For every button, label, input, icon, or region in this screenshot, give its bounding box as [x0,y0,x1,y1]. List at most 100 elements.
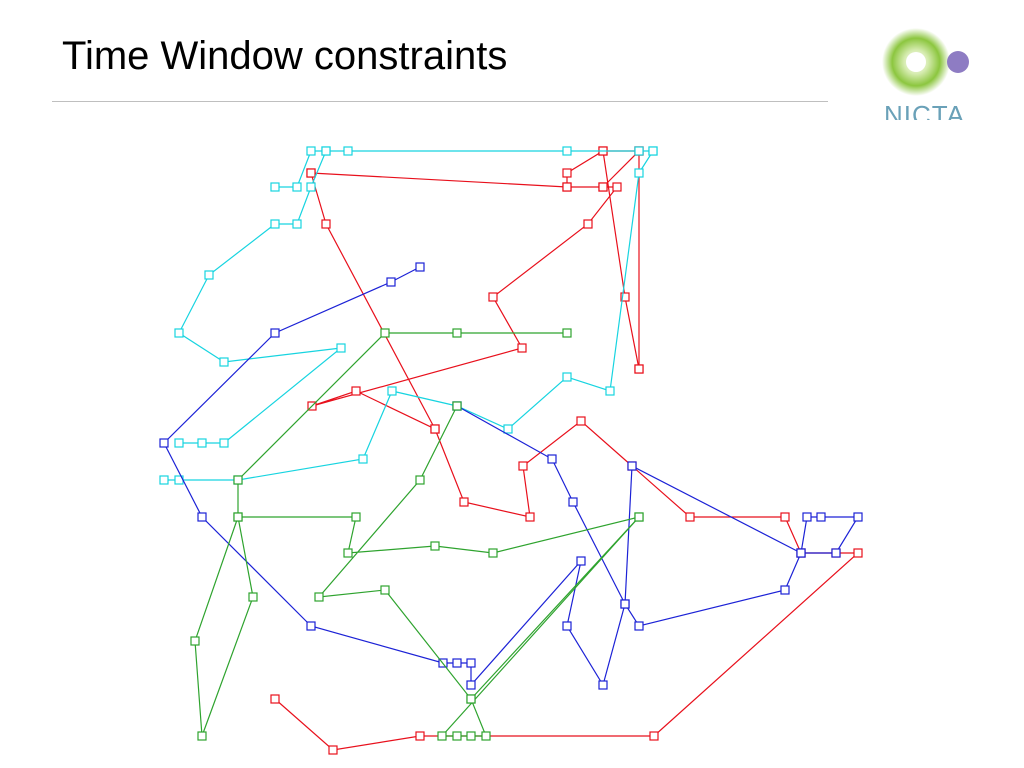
nicta-logo: NICTA [872,20,992,120]
route-node [204,270,214,280]
route-node [233,475,243,485]
route-node [386,277,396,287]
route-node [517,343,527,353]
route-node [831,548,841,558]
route-node [270,182,280,192]
route-node [466,731,476,741]
route-node [853,512,863,522]
route-node [547,454,557,464]
route-node [459,497,469,507]
route-node [648,146,658,156]
logo-orb-center [906,52,926,72]
route-line-red-fork [602,150,640,188]
route-node [562,328,572,338]
route-red-right [598,146,644,374]
route-node [415,262,425,272]
route-cyan [159,146,658,485]
route-node [620,599,630,609]
route-node [415,731,425,741]
route-node [306,621,316,631]
route-node [343,548,353,558]
route-node [634,146,644,156]
route-node [452,328,462,338]
route-line-green [194,332,641,737]
route-node [562,182,572,192]
slide-title: Time Window constraints [62,34,508,78]
route-node [159,475,169,485]
title-divider [52,101,828,102]
route-node [634,364,644,374]
route-node [306,168,316,178]
route-node [430,541,440,551]
route-node [351,386,361,396]
route-node [612,182,622,192]
route-node [159,438,169,448]
route-blue [159,262,863,690]
route-node [415,475,425,485]
route-node [174,438,184,448]
route-node [197,731,207,741]
route-node [292,219,302,229]
route-red-upper [562,146,644,374]
route-green [190,328,644,741]
route-node [518,461,528,471]
route-node [576,556,586,566]
route-node [336,343,346,353]
route-node [197,438,207,448]
route-node [174,328,184,338]
route-node [233,512,243,522]
route-node [292,182,302,192]
route-node [576,416,586,426]
route-node [466,658,476,668]
route-node [270,219,280,229]
route-line-cyan-left [178,150,343,444]
route-node [466,680,476,690]
route-node [620,292,630,302]
route-node [796,548,806,558]
route-node [351,512,361,522]
route-node [649,731,659,741]
route-node [802,512,812,522]
route-node [816,512,826,522]
route-node [488,292,498,302]
route-line-red [274,172,860,751]
logo-purple-dot [947,51,969,73]
route-node [562,146,572,156]
route-node [248,592,258,602]
route-node [598,182,608,192]
route-node [380,328,390,338]
route-node [780,512,790,522]
route-node [452,658,462,668]
route-node [306,146,316,156]
route-node [343,146,353,156]
route-node [853,548,863,558]
route-node [452,401,462,411]
route-node [488,548,498,558]
route-node [437,731,447,741]
route-node [481,731,491,741]
route-line-red-spine [310,172,436,430]
route-node [452,731,462,741]
route-node [562,621,572,631]
route-node [634,168,644,178]
route-node [568,497,578,507]
route-node [634,512,644,522]
route-line-cyan [164,150,654,481]
route-node [270,694,280,704]
route-node [306,182,316,192]
route-node [583,219,593,229]
route-green-branch [466,512,644,704]
route-node [430,424,440,434]
route-node [314,592,324,602]
logo-mark-icon [882,28,969,96]
route-node [605,386,615,396]
route-node [328,745,338,755]
route-cyan-left [174,146,346,448]
route-red-spine [306,168,440,434]
route-node [503,424,513,434]
route-node [380,585,390,595]
route-node [219,357,229,367]
route-node [190,636,200,646]
route-node [387,386,397,396]
